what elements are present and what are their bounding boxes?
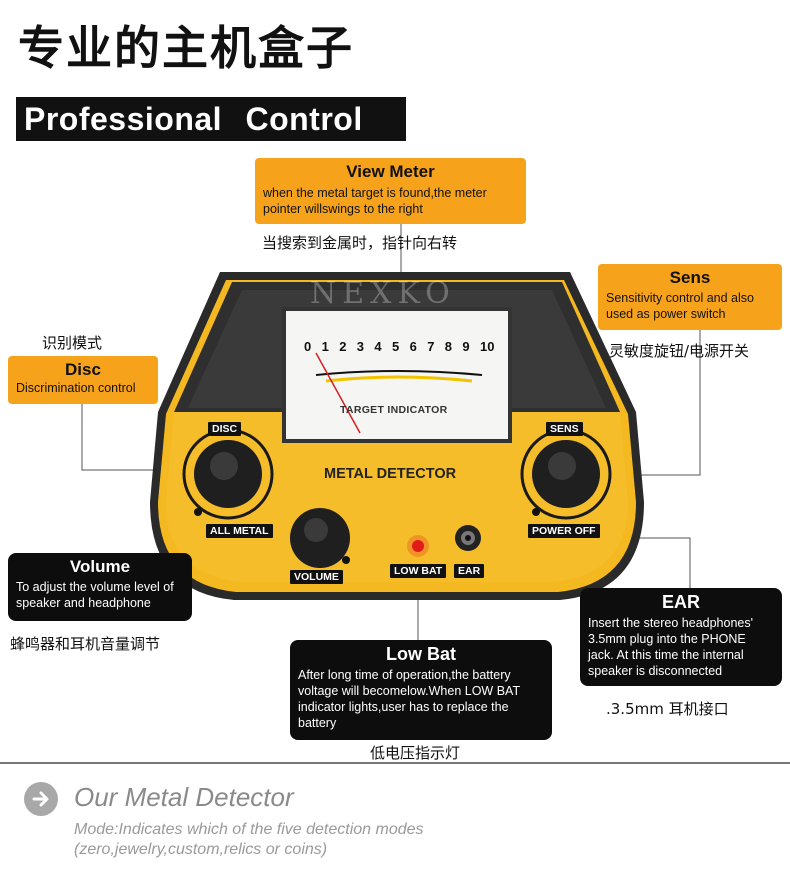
low-bat-title: Low Bat [386,644,456,664]
ear-desc: Insert the stereo headphones' 3.5mm plug… [588,616,754,678]
ear-jack[interactable] [452,522,484,554]
target-indicator-label: TARGET INDICATOR [340,404,448,416]
power-off-label: POWER OFF [528,524,600,538]
arrow-right-circle-icon [24,782,58,816]
view-meter-callout: View Meter when the metal target is foun… [255,158,526,224]
brand-watermark: NEXKO [310,276,456,311]
meter-scale-number: 8 [444,339,453,354]
footer-description: Mode:Indicates which of the five detecti… [74,821,424,858]
meter-scale-number: 9 [462,339,470,354]
meter-scale-number: 2 [339,339,347,354]
sens-cn: 灵敏度旋钮/电源开关 [609,342,750,360]
sens-knob[interactable] [542,450,590,498]
disc-cn: 识别模式 [42,334,103,352]
meter-scale-number: 3 [356,339,365,354]
meter-scale [315,352,483,434]
ear-callout: EAR Insert the stereo headphones' 3.5mm … [580,588,782,686]
sens-title: Sens [669,268,711,287]
english-title-banner: Professional Control Box [16,97,406,181]
ear-title: EAR [661,592,700,612]
chinese-title: 专业的主机盒子 [18,21,354,75]
disc-knob-label: DISC [208,422,242,436]
disc-knob[interactable] [204,450,252,498]
low-bat-desc: After long time of operation,the battery… [298,668,520,730]
low-bat-label: LOW BAT [390,564,447,578]
view-meter-title: View Meter [346,162,435,181]
low-bat-cn: 低电压指示灯 [370,744,461,762]
low-bat-led [408,536,428,556]
volume-callout: Volume To adjust the volume level of spe… [8,553,192,621]
volume-desc: To adjust the volume level of speaker an… [16,580,174,610]
section-divider [0,762,790,764]
low-bat-callout: Low Bat After long time of operation,the… [290,640,552,740]
volume-knob[interactable] [294,512,346,564]
disc-callout: Disc Discrimination control [8,356,158,404]
meter-scale-number: 10 [480,339,495,354]
device-title: METAL DETECTOR [324,466,457,482]
sens-desc: Sensitivity control and also used as pow… [606,291,754,321]
meter-scale-number: 1 [321,339,329,354]
volume-cn: 蜂鸣器和耳机音量调节 [10,635,161,653]
meter-scale-number: 6 [409,339,417,354]
view-meter-desc: when the metal target is found,the meter… [263,186,487,216]
meter-scale-number: 7 [427,339,435,354]
meter-scale-number: 4 [374,339,382,354]
view-meter-cn: 当搜索到金属时，指针向右转 [262,234,458,252]
all-metal-label: ALL METAL [206,524,273,538]
disc-title: Disc [65,360,101,379]
ear-cn: .3.5mm 耳机接口 [606,700,729,718]
volume-title: Volume [69,557,131,576]
meter-scale-number: 5 [392,339,400,354]
disc-desc: Discrimination control [16,381,136,395]
meter-scale-number: 0 [304,339,312,354]
sens-callout: Sens Sensitivity control and also used a… [598,264,782,330]
ear-label: EAR [454,564,485,578]
volume-knob-label: VOLUME [290,570,343,584]
footer-title: Our Metal Detector [74,782,294,812]
sens-knob-label: SENS [546,422,583,436]
